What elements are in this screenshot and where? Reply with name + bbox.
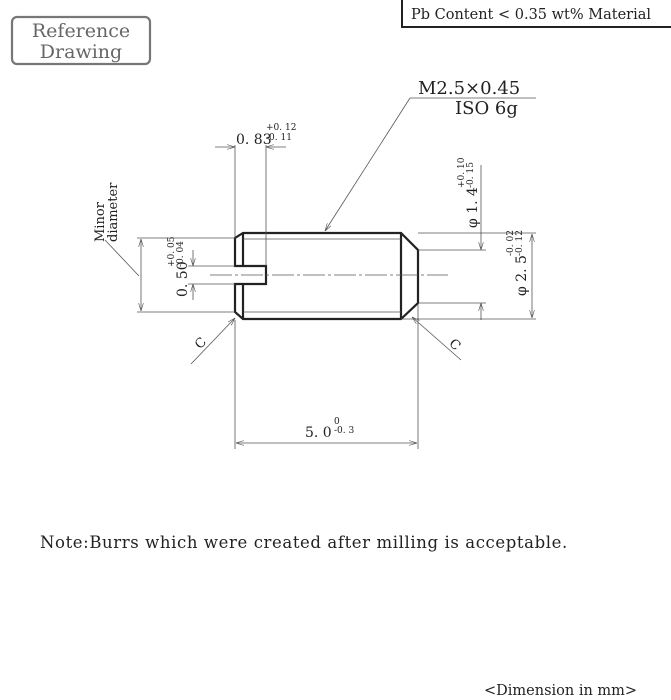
dim-length: 5. 0 0 -0. 3 xyxy=(234,304,419,449)
stamp-line1: Reference xyxy=(32,20,130,42)
minor-diameter-line2: diameter xyxy=(106,182,121,242)
chamfer-right-label: C xyxy=(446,336,464,354)
dim-major-diameter: φ 2. 5 -0. 02 -0. 12 xyxy=(401,230,536,320)
slot-width-value: 0. 50 xyxy=(175,261,191,297)
material-box: Pb Content < 0.35 wt% Material xyxy=(401,0,671,28)
stamp-line2: Drawing xyxy=(40,41,122,63)
slot-depth-value: 0. 83 xyxy=(236,132,272,148)
thread-spec: M2.5×0.45 xyxy=(418,78,520,99)
dim-slot-depth: 0. 83 +0. 12 -0. 11 xyxy=(215,123,296,266)
dim-slot-width: 0. 50 +0. 05 -0. 04 xyxy=(167,236,235,300)
major-dia-lower: -0. 12 xyxy=(515,230,525,256)
major-dia-upper: -0. 02 xyxy=(506,230,516,256)
slot-depth-upper: +0. 12 xyxy=(266,123,296,133)
chamfer-left-label: C xyxy=(192,335,210,353)
dim-minor-diameter: Minor diameter xyxy=(93,182,235,313)
length-upper: 0 xyxy=(334,417,340,427)
major-dia-value: φ 2. 5 xyxy=(514,255,530,296)
reference-drawing-stamp: Reference Drawing xyxy=(10,15,152,66)
thread-callout: M2.5×0.45 ISO 6g xyxy=(325,78,536,231)
point-dia-upper: +0. 10 xyxy=(457,157,467,188)
length-lower: -0. 3 xyxy=(334,426,354,436)
slot-width-lower: -0. 04 xyxy=(176,241,186,267)
units-text: <Dimension in mm> xyxy=(484,683,637,699)
thread-tolerance: ISO 6g xyxy=(455,98,518,119)
slot-depth-lower: -0. 11 xyxy=(266,133,292,143)
point-dia-value: φ 1. 4 xyxy=(465,187,481,228)
set-screw-outline xyxy=(210,231,448,321)
note-text: Note:Burrs which were created after mill… xyxy=(40,533,568,552)
point-dia-lower: -0. 15 xyxy=(466,162,476,188)
length-value: 5. 0 xyxy=(305,425,332,441)
material-text: Pb Content < 0.35 wt% Material xyxy=(411,7,651,23)
minor-diameter-line1: Minor xyxy=(93,201,108,242)
dim-point-diameter: φ 1. 4 +0. 10 -0. 15 xyxy=(418,157,486,320)
slot-width-upper: +0. 05 xyxy=(167,236,177,267)
chamfer-callouts: C C xyxy=(190,317,464,365)
